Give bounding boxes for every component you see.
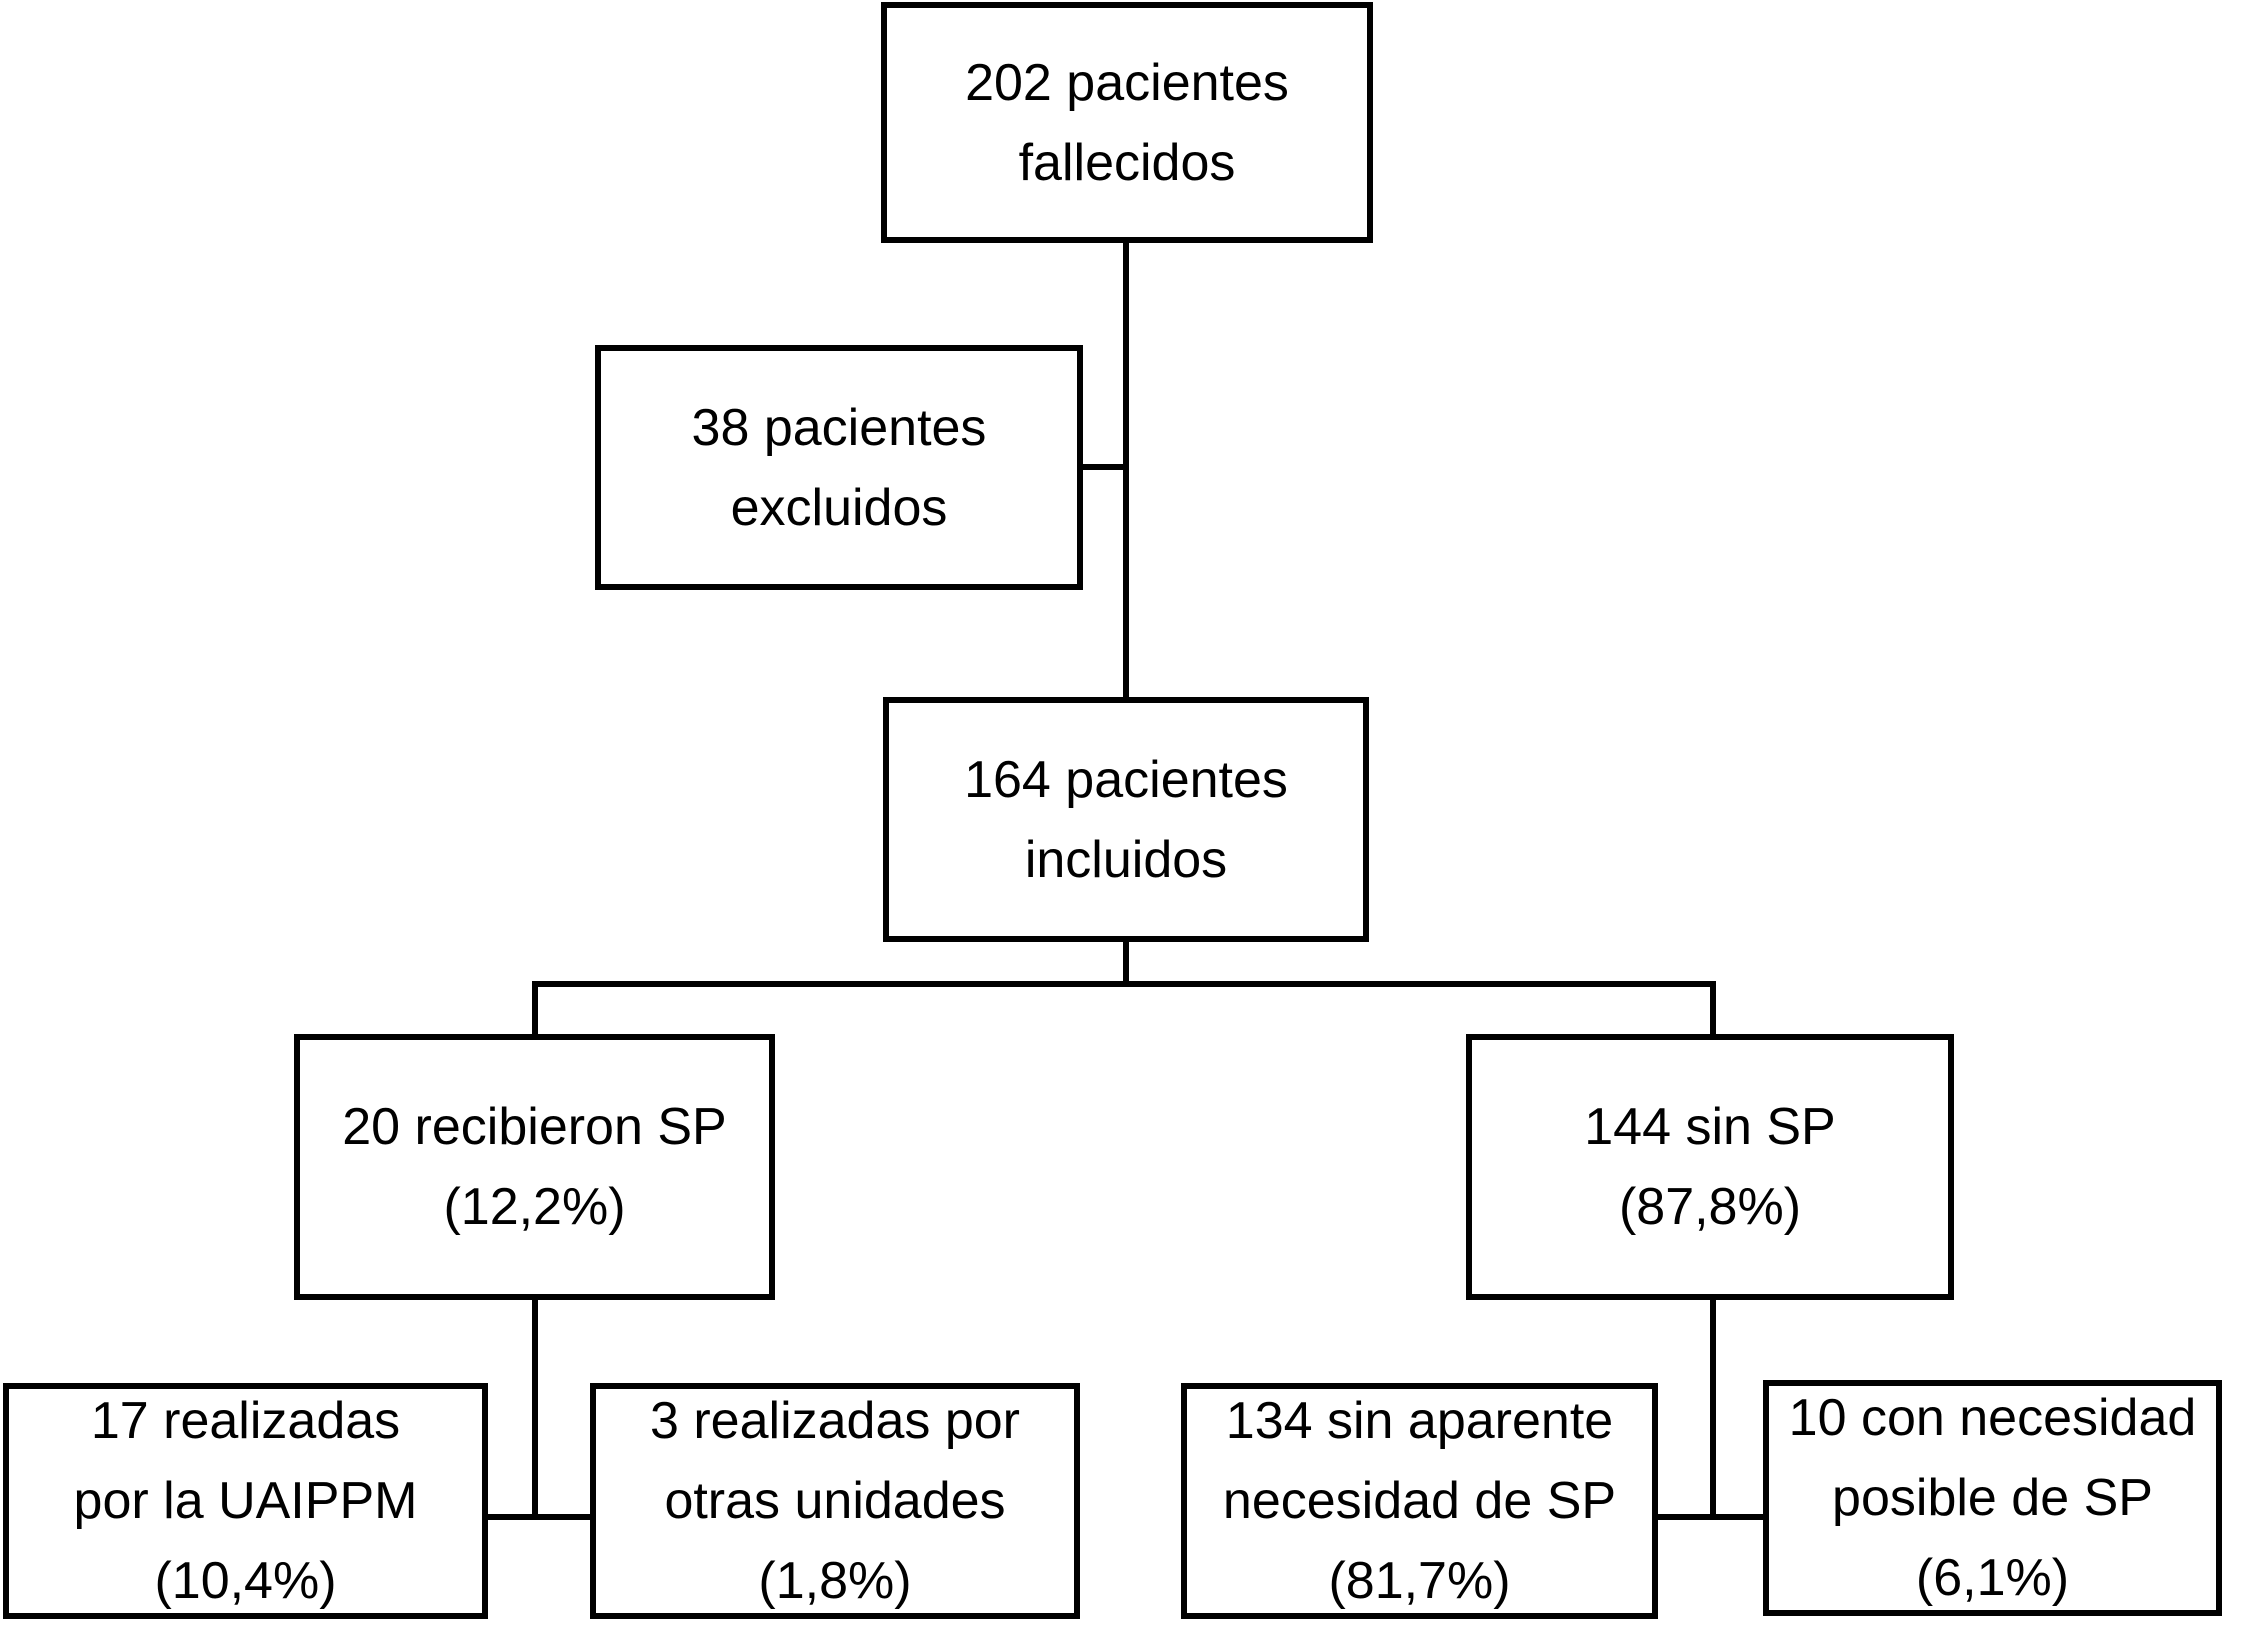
node-other-units-line3: (1,8%)	[758, 1552, 912, 1610]
node-no-apparent-need-line3: (81,7%)	[1328, 1552, 1511, 1610]
node-without-sp: 144 sin SP (87,8%)	[1466, 1034, 1954, 1300]
node-included-patients: 164 pacientes incluidos	[883, 697, 1369, 942]
node-deceased-line1: 202 pacientes	[965, 53, 1289, 112]
node-other-units-line1: 3 realizadas por	[650, 1392, 1020, 1450]
node-possible-need-line3: (6,1%)	[1915, 1549, 2070, 1607]
connector-excluded-branch	[1080, 464, 1129, 470]
connector-received-sp-stem	[532, 1297, 538, 1520]
node-uaippm-line3: (10,4%)	[154, 1552, 337, 1610]
node-without-sp-line2: (87,8%)	[1618, 1178, 1802, 1236]
node-uaippm-line2: por la UAIPPM	[73, 1472, 418, 1530]
node-without-sp-line1: 144 sin SP	[1584, 1098, 1836, 1156]
node-deceased-line2: fallecidos	[1018, 133, 1236, 192]
node-uaippm: 17 realizadas por la UAIPPM (10,4%)	[3, 1383, 488, 1619]
node-possible-need-line2: posible de SP	[1832, 1469, 2153, 1527]
node-excluded-patients: 38 pacientes excluidos	[595, 345, 1083, 590]
node-uaippm-line1: 17 realizadas	[90, 1392, 401, 1450]
node-deceased-patients: 202 pacientes fallecidos	[881, 2, 1373, 243]
node-included-line1: 164 pacientes	[964, 750, 1288, 809]
node-possible-need-line1: 10 con necesidad	[1788, 1389, 2197, 1447]
node-other-units-line2: otras unidades	[664, 1472, 1006, 1530]
connector-bottom-right-horizontal	[1655, 1514, 1767, 1520]
node-no-apparent-need-line1: 134 sin aparente	[1225, 1392, 1614, 1450]
connector-bottom-left-horizontal	[485, 1514, 595, 1520]
connector-branch-horizontal	[532, 981, 1716, 987]
node-no-apparent-need-line2: necesidad de SP	[1222, 1472, 1617, 1530]
node-no-apparent-need: 134 sin aparente necesidad de SP (81,7%)	[1181, 1383, 1658, 1619]
node-possible-need: 10 con necesidad posible de SP (6,1%)	[1763, 1380, 2222, 1616]
connector-branch-left-drop	[532, 981, 538, 1037]
connector-branch-right-drop	[1710, 981, 1716, 1037]
node-received-sp: 20 recibieron SP (12,2%)	[294, 1034, 775, 1300]
connector-included-stem	[1123, 940, 1129, 987]
node-other-units: 3 realizadas por otras unidades (1,8%)	[590, 1383, 1080, 1619]
node-included-line2: incluidos	[1024, 830, 1228, 889]
node-excluded-line2: excluidos	[730, 478, 948, 537]
node-received-sp-line1: 20 recibieron SP	[342, 1098, 727, 1156]
connector-without-sp-stem	[1710, 1297, 1716, 1520]
node-received-sp-line2: (12,2%)	[443, 1178, 626, 1236]
node-excluded-line1: 38 pacientes	[691, 398, 987, 457]
connector-deceased-to-included	[1123, 243, 1129, 700]
